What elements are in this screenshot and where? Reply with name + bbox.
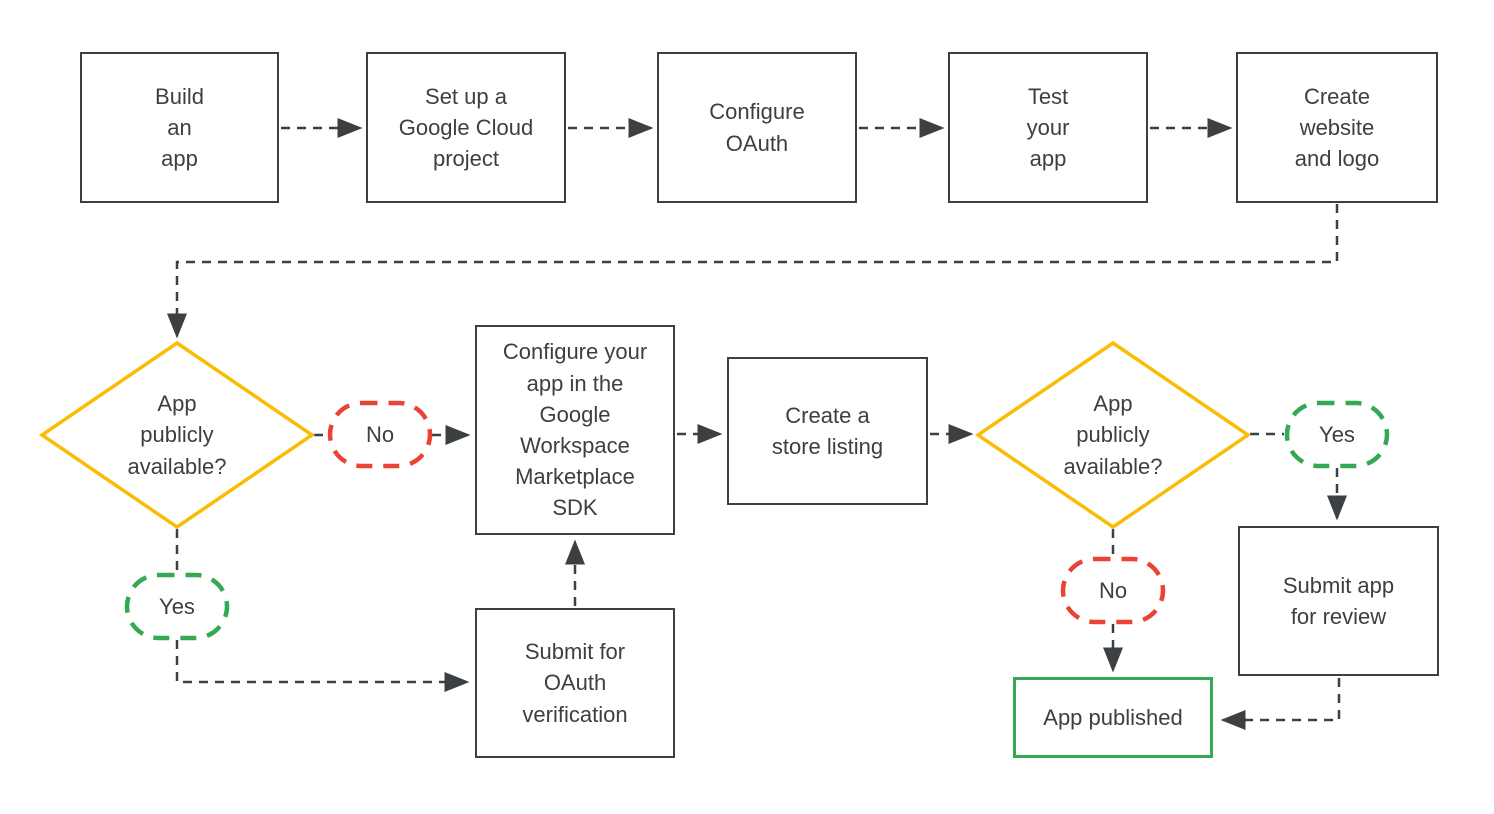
no-badge-2-outline (1060, 556, 1166, 625)
yes-badge-2-outline (1284, 400, 1390, 469)
decision-diamond-2 (974, 340, 1252, 530)
decision-diamond-1 (38, 340, 316, 530)
node-create-website-and-logo: Create website and logo (1236, 52, 1438, 203)
node-setup-google-cloud-project: Set up a Google Cloud project (366, 52, 566, 203)
node-build-app: Build an app (80, 52, 279, 203)
node-submit-oauth-verification: Submit for OAuth verification (475, 608, 675, 758)
connector-website-to-decision1 (167, 204, 1339, 339)
connector-review-to-published (1220, 678, 1341, 730)
node-configure-oauth: Configure OAuth (657, 52, 857, 203)
no-badge-2-label: No (1098, 577, 1128, 603)
node-submit-app-for-review: Submit app for review (1238, 526, 1439, 676)
no-badge-1-label: No (365, 421, 395, 447)
node-app-published: App published (1013, 677, 1213, 758)
node-create-store-listing: Create a store listing (727, 357, 928, 505)
connector-yes-to-oauth-verification (175, 640, 470, 692)
decision-label-app-publicly-available-1: App publicly available? (127, 391, 227, 479)
yes-badge-1-label: Yes (159, 593, 195, 619)
no-badge-1-outline (327, 400, 433, 469)
yes-badge-2-label: Yes (1319, 421, 1355, 447)
yes-badge-1-outline (124, 572, 230, 641)
node-configure-marketplace-sdk: Configure your app in the Google Workspa… (475, 325, 675, 535)
node-test-your-app: Test your app (948, 52, 1148, 203)
decision-label-app-publicly-available-2: App publicly available? (1063, 391, 1163, 479)
